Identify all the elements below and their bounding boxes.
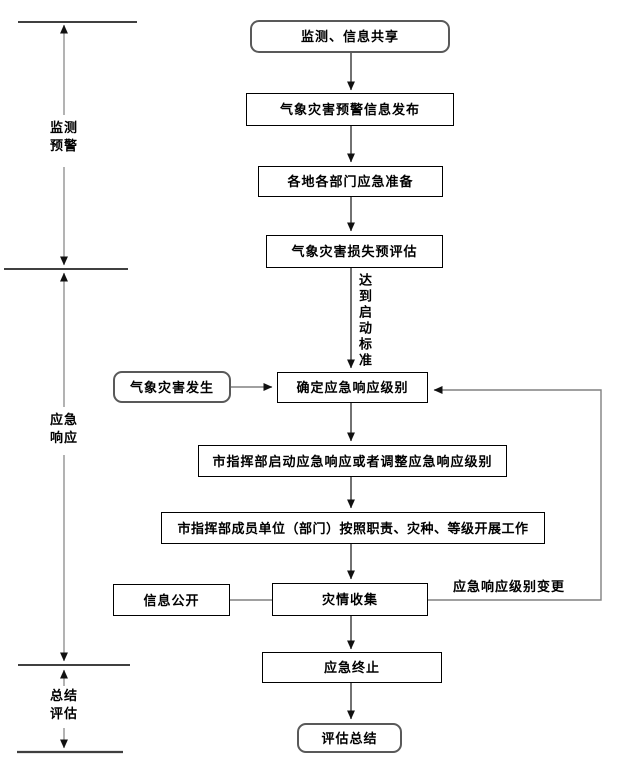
node-determine-response-level: 确定应急响应级别: [277, 372, 428, 403]
node-info-disclosure: 信息公开: [113, 584, 230, 616]
phase-label-summary-evaluation: 总结 评估: [49, 688, 78, 721]
node-start-or-adjust-response: 市指挥部启动应急响应或者调整应急响应级别: [198, 445, 507, 477]
phase-label-emergency-response: 应急 响应: [49, 412, 78, 445]
node-disaster-occurrence: 气象灾害发生: [113, 371, 231, 403]
node-evaluation-summary: 评估总结: [297, 723, 402, 753]
node-emergency-termination: 应急终止: [262, 652, 442, 683]
node-dept-emergency-preparation: 各地各部门应急准备: [258, 166, 443, 197]
node-warning-info-release: 气象灾害预警信息发布: [246, 93, 454, 126]
edge-label-reach-start-criteria: 达到启动标准: [357, 273, 372, 369]
arrow-level-change-feedback: [428, 386, 602, 601]
node-monitor-info-sharing: 监测、信息共享: [250, 20, 450, 53]
node-loss-preassessment: 气象灾害损失预评估: [266, 235, 443, 268]
phase-label-monitoring-warning: 监测 预警: [49, 120, 78, 153]
node-members-carry-out-work: 市指挥部成员单位（部门）按照职责、灾种、等级开展工作: [161, 512, 545, 544]
node-disaster-info-collection: 灾情收集: [272, 583, 428, 616]
edge-label-response-level-change: 应急响应级别变更: [453, 579, 566, 594]
